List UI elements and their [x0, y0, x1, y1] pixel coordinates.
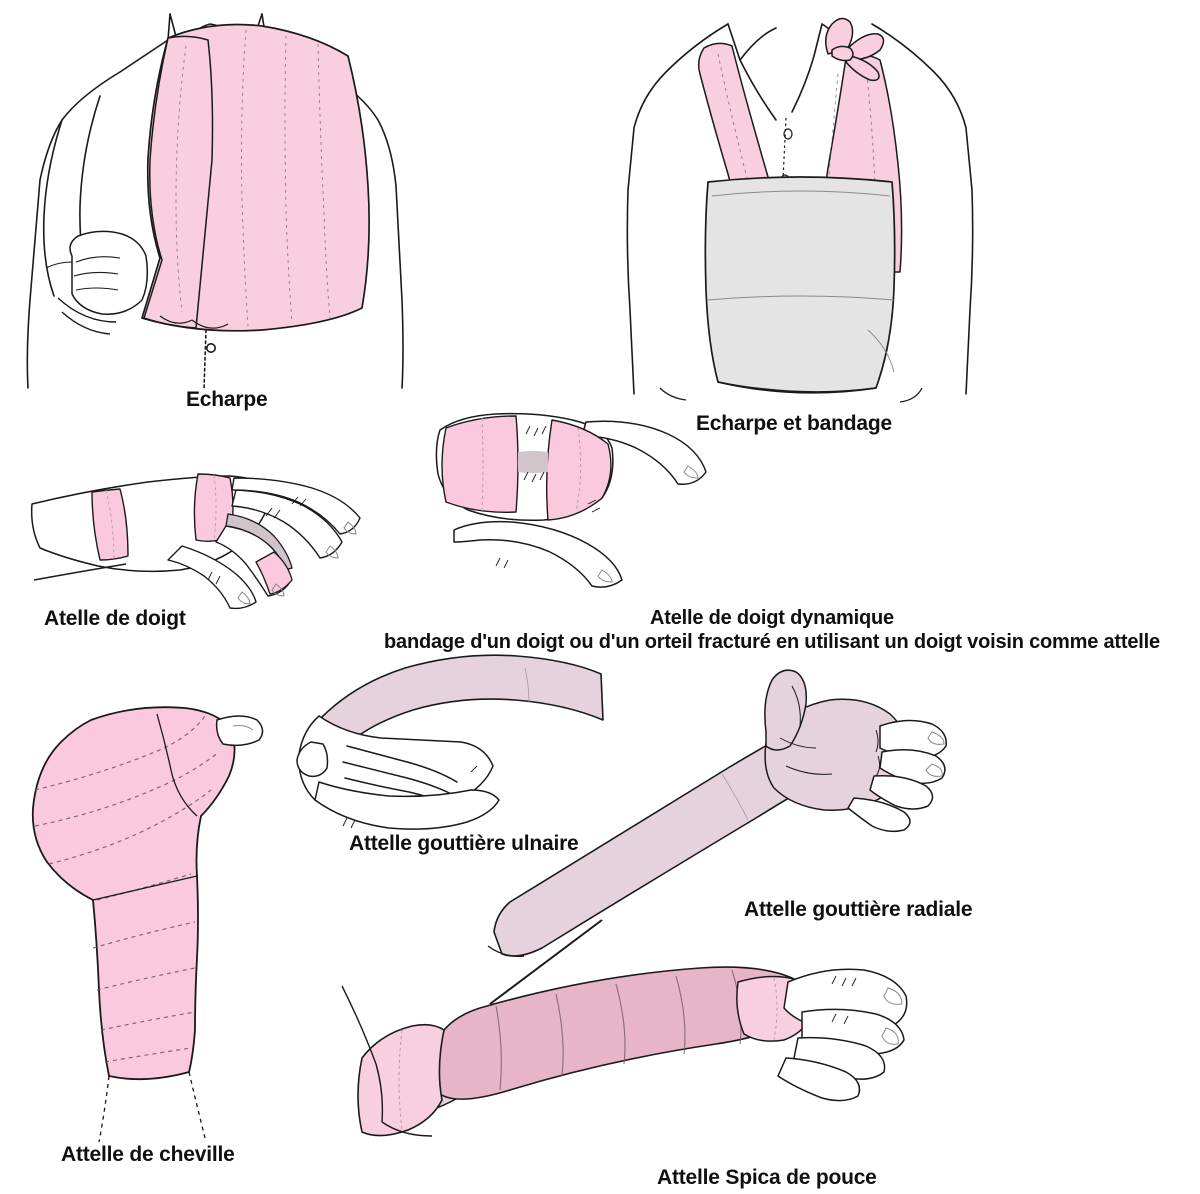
caption-atelle-de-doigt-dynamique: Atelle de doigt dynamique bandage d'un d… [384, 607, 1160, 654]
caption-line-2: bandage d'un doigt ou d'un orteil fractu… [384, 630, 1160, 653]
figure-atelle-de-doigt-dynamique [420, 400, 710, 590]
wrist-band [91, 488, 129, 561]
caption-attelle-gouttiere-radiale: Attelle gouttière radiale [744, 898, 973, 921]
body-bandage [704, 176, 896, 394]
distal-tape [255, 551, 293, 595]
figure-attelle-spica-de-pouce [340, 919, 920, 1194]
distal-tape-pair [545, 419, 612, 521]
dynamic-finger-splint-drawing [435, 412, 707, 588]
caption-attelle-spica-de-pouce: Attelle Spica de pouce [657, 1166, 877, 1189]
caption-echarpe: Echarpe [186, 388, 268, 411]
figure-atelle-de-doigt [30, 460, 390, 610]
supported-hand [45, 230, 149, 315]
figure-attelle-de-cheville [5, 690, 275, 1160]
spica-proximal-cuff [357, 1023, 445, 1137]
inter-digital-padding [518, 451, 548, 473]
caption-attelle-de-cheville: Attelle de cheville [61, 1143, 235, 1166]
echarpe-drawing [26, 13, 404, 389]
figure-attelle-gouttiere-ulnaire [285, 650, 605, 850]
ulnar-gutter-splint [320, 654, 604, 749]
echarpe-bandage-drawing [626, 17, 974, 403]
figure-echarpe [0, 0, 420, 390]
proximal-tape [441, 415, 519, 513]
figure-echarpe-et-bandage [600, 0, 1000, 410]
caption-atelle-de-doigt: Atelle de doigt [44, 607, 186, 630]
ankle-bandage [31, 706, 236, 1081]
sling-cloth [141, 23, 370, 332]
caption-line-1: Atelle de doigt dynamique [649, 607, 894, 629]
radial-gutter-drawing [487, 669, 947, 957]
figure-attelle-gouttiere-radiale [480, 669, 947, 960]
finger-splint-drawing [30, 473, 361, 610]
thumb-spica-drawing [341, 919, 908, 1137]
ankle-splint-drawing [31, 706, 264, 1143]
ulnar-gutter-drawing [296, 654, 604, 830]
caption-echarpe-et-bandage: Echarpe et bandage [696, 412, 892, 435]
caption-attelle-gouttiere-ulnaire: Attelle gouttière ulnaire [349, 832, 579, 855]
